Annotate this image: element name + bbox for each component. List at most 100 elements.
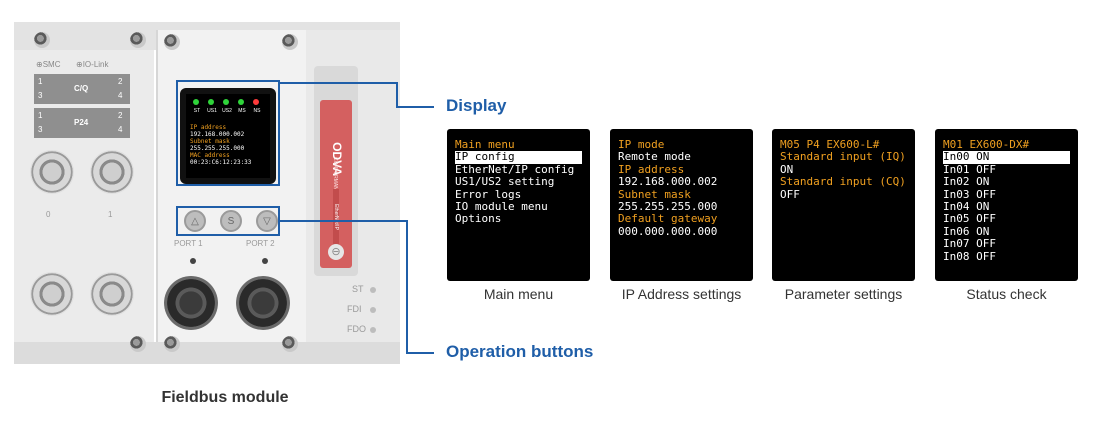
status-led xyxy=(370,287,376,293)
down-button[interactable]: ▽ xyxy=(256,210,278,232)
display-callout-line xyxy=(280,82,397,84)
status-led-label: NS xyxy=(253,108,261,114)
screen-line: Standard input (IQ) xyxy=(780,151,906,164)
display-callout-label: Display xyxy=(446,96,507,115)
status-label: ST xyxy=(352,284,364,294)
status-label: FDO xyxy=(347,324,366,334)
screw-icon xyxy=(130,32,146,48)
screen-line: M01 EX600-DX# xyxy=(943,139,1030,151)
screen-line: In02 ON xyxy=(943,176,990,189)
io-label-p24: 1 3 P24 2 4 xyxy=(34,108,130,138)
status-led-row: ST US1 US2 MS NS xyxy=(192,99,268,121)
screen-line: 255.255.255.000 xyxy=(618,200,718,213)
operation-buttons-callout-label: Operation buttons xyxy=(446,342,594,361)
screen-line: In01 OFF xyxy=(943,163,996,176)
screen-line: In05 OFF xyxy=(943,213,996,226)
screen-line: Remote mode xyxy=(618,151,691,164)
screen-line: Subnet mask xyxy=(618,188,691,201)
screen-line: US1/US2 setting xyxy=(455,176,555,189)
port-1-connector xyxy=(164,276,218,330)
status-led xyxy=(223,99,229,105)
screw-icon xyxy=(164,34,180,50)
screen-line: In03 OFF xyxy=(943,188,996,201)
m12-connector xyxy=(30,150,74,194)
port-1-label: PORT 1 xyxy=(174,239,203,248)
screen-line: In06 ON xyxy=(943,225,990,238)
status-led xyxy=(193,99,199,105)
screen-line: Error logs xyxy=(455,188,522,201)
status-led-label: ST xyxy=(193,108,201,114)
m12-connector xyxy=(90,272,134,316)
ethernet-ip-badge: EtherNet/IP xyxy=(333,189,339,245)
module-display-line: Subnet mask xyxy=(190,138,230,145)
screen-line: Standard input (CQ) xyxy=(780,176,906,189)
screen-line: ON xyxy=(780,163,794,176)
screw-icon xyxy=(282,34,298,50)
caption-parameter-settings: Parameter settings xyxy=(784,286,903,302)
screen-line: Options xyxy=(455,213,502,226)
status-led-label: MS xyxy=(238,108,246,114)
select-button[interactable]: S xyxy=(220,210,242,232)
port-2-connector xyxy=(236,276,290,330)
module-display-line: 192.168.000.002 xyxy=(190,131,245,138)
screw-icon xyxy=(164,336,180,352)
port-number-label: 1 xyxy=(108,210,113,219)
status-led-label: US1 xyxy=(207,108,217,114)
screen-line: IO module menu xyxy=(455,200,548,213)
status-led xyxy=(208,99,214,105)
up-button[interactable]: △ xyxy=(184,210,206,232)
display-callout-line xyxy=(396,106,434,108)
display-callout-line xyxy=(396,82,398,107)
m12-connector xyxy=(90,150,134,194)
screw-icon xyxy=(282,336,298,352)
screen-line: 000.000.000.000 xyxy=(618,225,718,238)
io-link-logo: ⊕IO-Link xyxy=(76,60,109,69)
screw-icon xyxy=(130,336,146,352)
port-2-label: PORT 2 xyxy=(246,239,275,248)
buttons-callout-line xyxy=(406,352,434,354)
port-number-label: 0 xyxy=(46,210,51,219)
module-display-line: 00:23:C6:12:23:33 xyxy=(190,159,252,166)
odva-label: ODVA CONFORMANT EtherNet/IP ⊖ xyxy=(320,100,352,268)
screen-line: OFF xyxy=(780,188,800,201)
earth-ground-icon: ⊖ xyxy=(328,244,344,260)
caption-main-menu: Main menu xyxy=(483,286,554,302)
caption-ip-address-settings: IP Address settings xyxy=(621,286,742,302)
module-display-line: MAC address xyxy=(190,152,230,159)
smc-logo: ⊕SMC xyxy=(36,60,61,69)
fieldbus-module-caption: Fieldbus module xyxy=(161,389,289,406)
io-label-cq: 1 3 C/Q 2 4 xyxy=(34,74,130,104)
screen-selected-line: In00 ON xyxy=(943,151,1070,164)
screw-icon xyxy=(34,32,50,48)
screen-line: Default gateway xyxy=(618,213,718,226)
status-led-label: US2 xyxy=(222,108,232,114)
screen-line: In07 OFF xyxy=(943,238,996,251)
screen-line: Main menu xyxy=(455,139,515,151)
screen-line: EtherNet/IP config xyxy=(455,163,575,176)
buttons-callout-line xyxy=(406,220,408,354)
screen-line: IP mode xyxy=(618,139,665,151)
status-led xyxy=(238,99,244,105)
screen-line: 192.168.000.002 xyxy=(618,176,718,189)
fieldbus-module-illustration: ⊕SMC ⊕IO-Link 1 3 C/Q 2 4 1 3 P24 2 4 0 … xyxy=(14,22,414,364)
module-display-line: IP address xyxy=(190,124,227,131)
status-led xyxy=(370,327,376,333)
module-bottom-rail xyxy=(14,342,400,364)
buttons-callout-line xyxy=(280,220,407,222)
port-1-led xyxy=(190,258,196,264)
screen-line: In04 ON xyxy=(943,200,990,213)
screen-selected-line: IP config xyxy=(455,151,582,164)
module-display-line: 255.255.255.000 xyxy=(190,145,245,152)
status-led xyxy=(253,99,259,105)
operation-buttons-highlight-box xyxy=(176,206,280,236)
port-2-led xyxy=(262,258,268,264)
m12-connector xyxy=(30,272,74,316)
screen-line: IP address xyxy=(618,163,685,176)
status-led xyxy=(370,307,376,313)
